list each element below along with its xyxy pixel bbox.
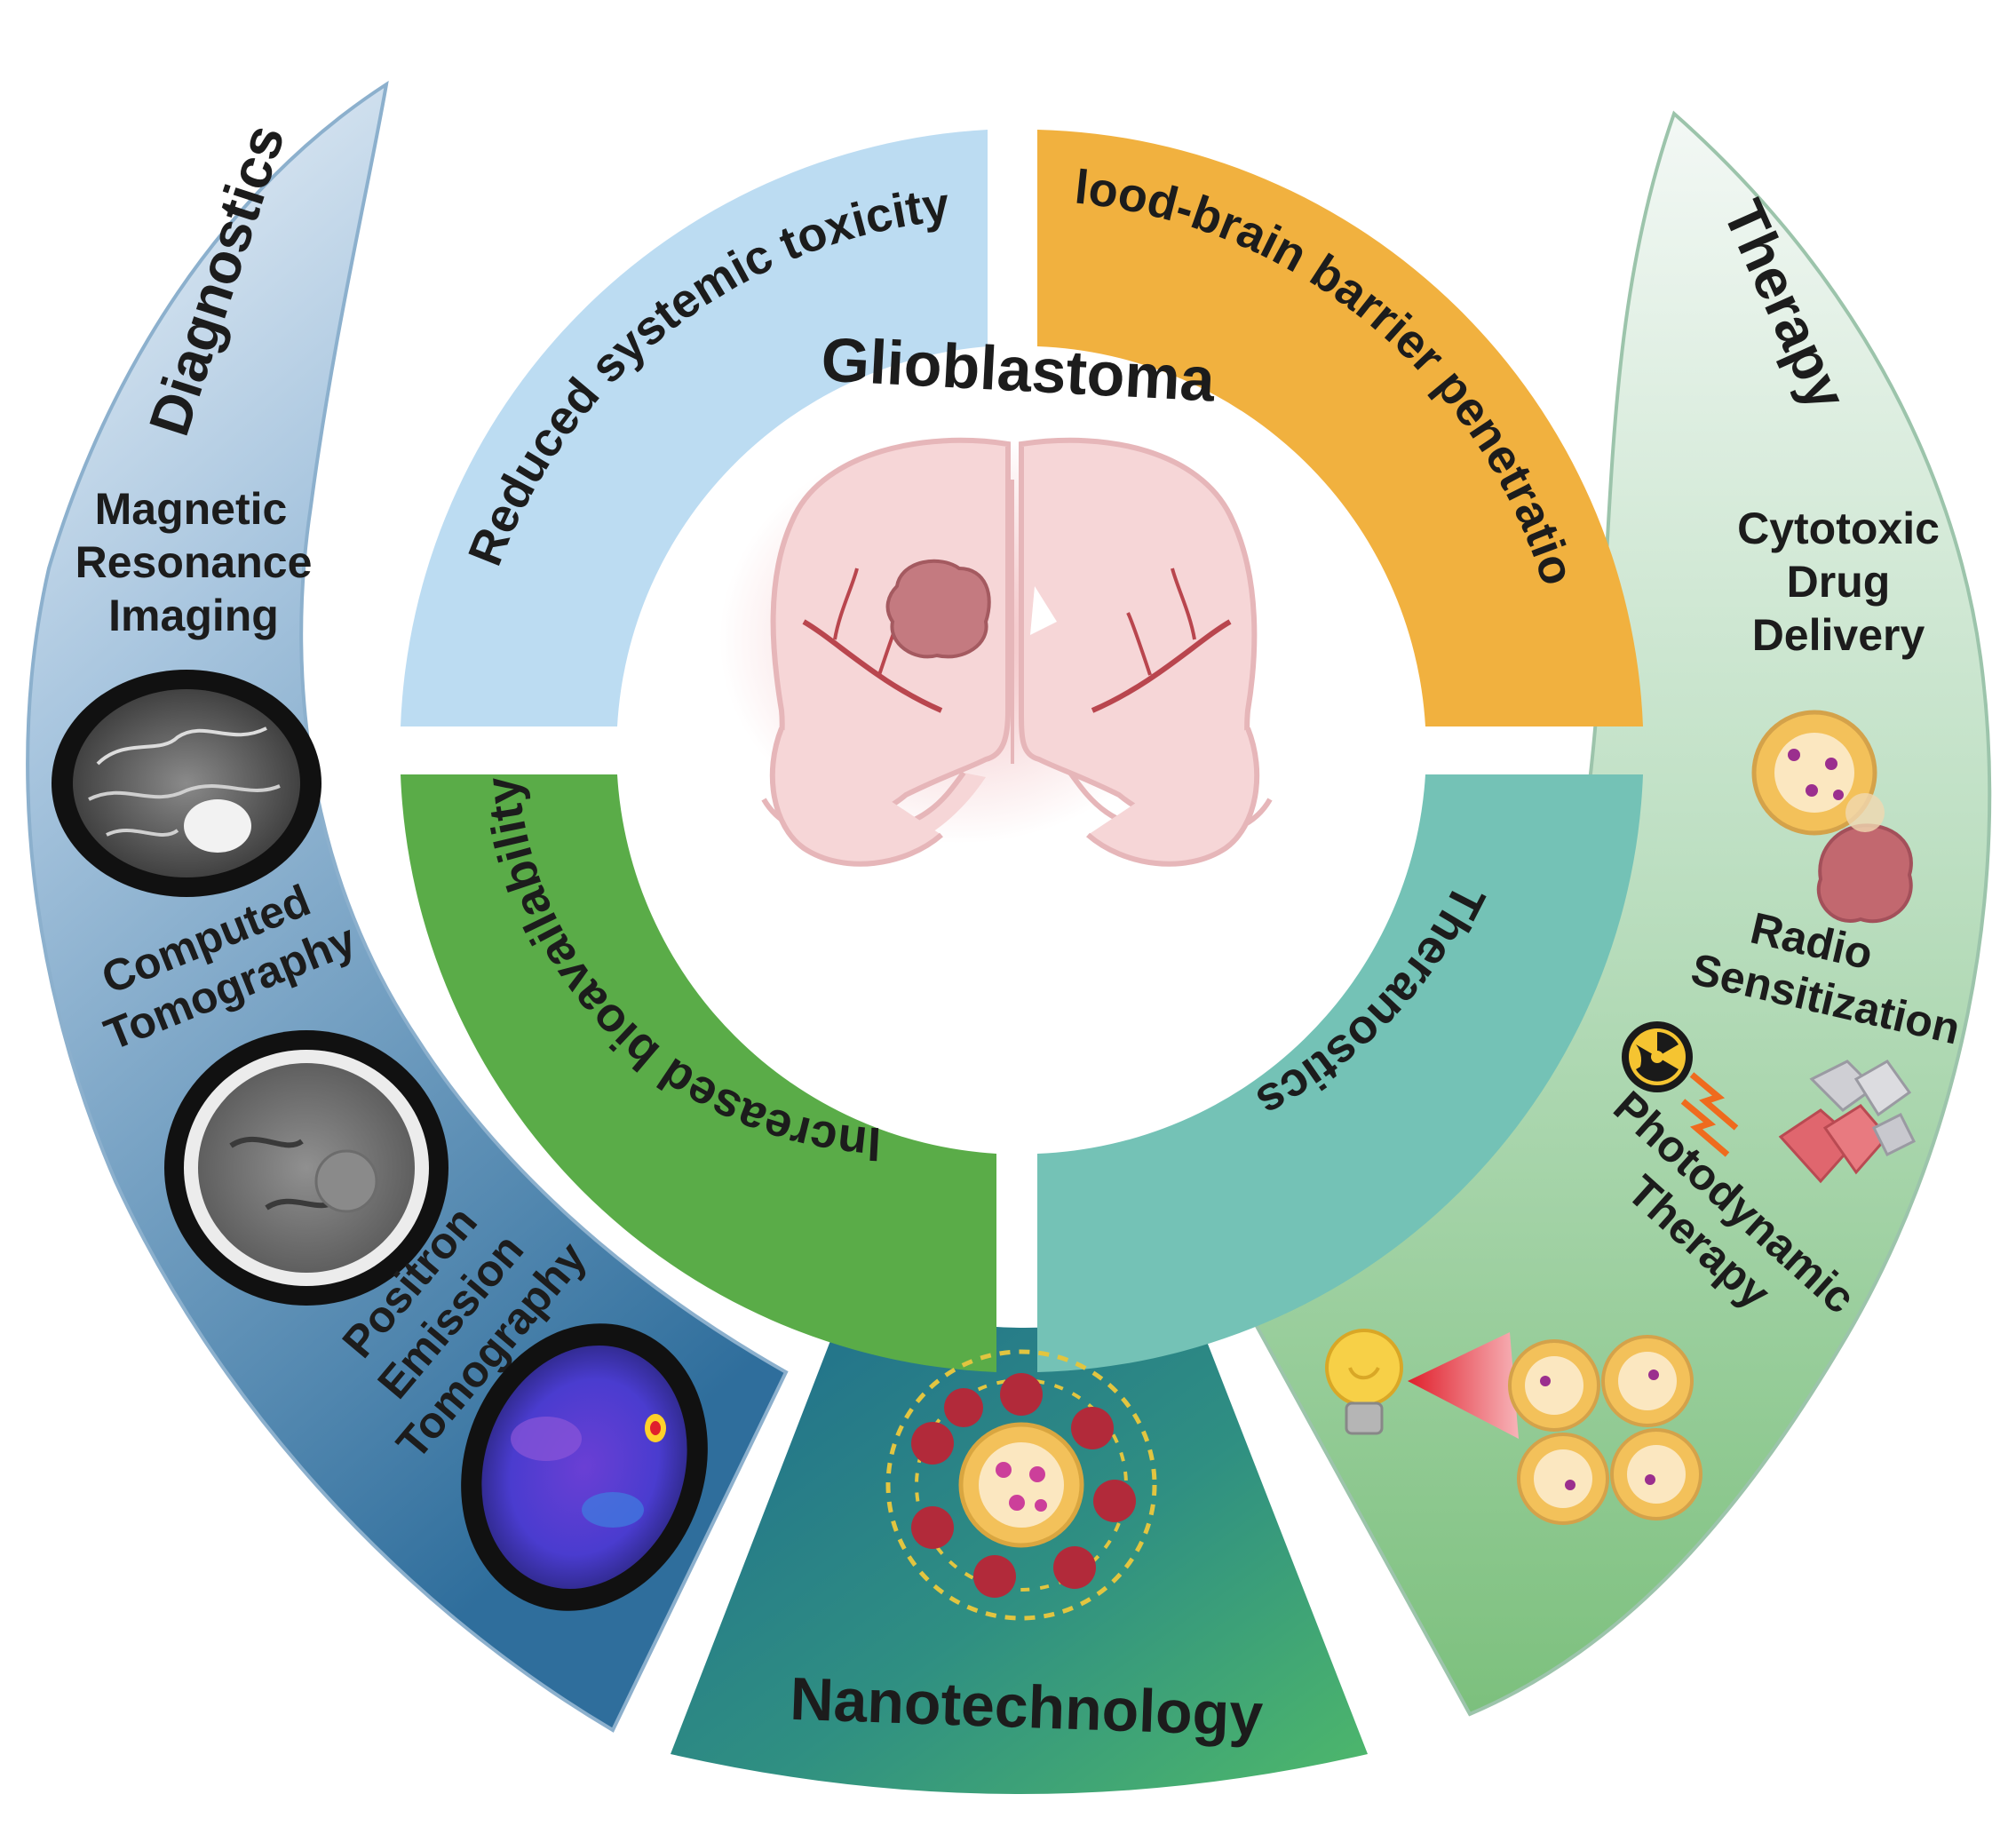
drug-delivery-label: Cytotoxic Drug Delivery [1737,504,1940,660]
svg-text:Drug: Drug [1787,557,1891,607]
svg-text:Magnetic: Magnetic [95,484,288,534]
ct-scan-icon [164,1030,448,1306]
radiation-icon [1622,1021,1739,1157]
lightbulb-icon [1325,1329,1403,1435]
brain-icon [719,435,1273,867]
nanoparticle-icon [885,1349,1157,1621]
crystal-icon [1778,1060,1917,1184]
quadrant-bbb [1037,130,1643,726]
nanoparticle-drug-icon [1751,710,1913,924]
mri-scan-icon [52,670,321,897]
diagnostics-band [26,80,789,1733]
quadrant-theranostics [1037,774,1643,1372]
quadrant-toxicity [401,130,988,726]
light-beam [1408,1332,1519,1439]
quadrant-bioavailability [401,774,996,1372]
tumor-icon [885,559,991,659]
nanotechnology-title: Nanotechnology [789,1665,1264,1750]
svg-text:Delivery: Delivery [1752,610,1925,660]
pet-scan-icon [461,1323,708,1611]
svg-text:Cytotoxic: Cytotoxic [1737,504,1940,553]
svg-text:Imaging: Imaging [108,591,279,640]
pdt-nanoparticles-icon [1508,1335,1702,1525]
svg-text:Resonance: Resonance [75,537,313,587]
mri-label: Magnetic Resonance Imaging [75,484,313,640]
